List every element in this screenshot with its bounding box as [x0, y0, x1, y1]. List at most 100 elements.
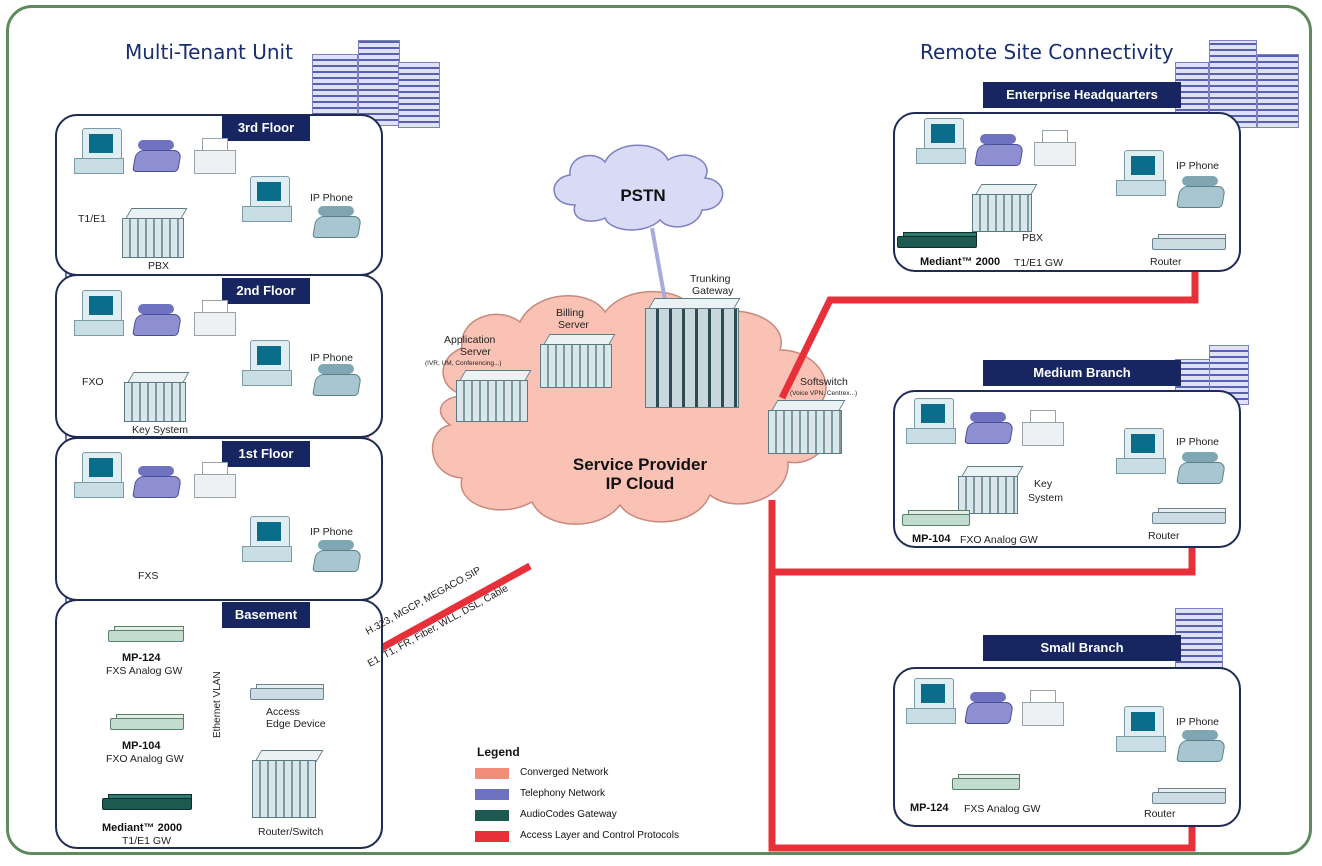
router-icon: [1152, 508, 1226, 524]
medium-tag: Medium Branch: [983, 360, 1181, 386]
billing-label-1: Billing: [556, 307, 585, 319]
app-server-label-1: Application: [444, 334, 496, 346]
billing-server-icon: [540, 334, 616, 388]
cloud-label-2: IP Cloud: [605, 474, 675, 493]
pbx-label: PBX: [148, 260, 170, 272]
pbx-icon: [972, 184, 1038, 232]
trunking-gateway-icon: [645, 298, 745, 408]
ip-phone-icon: [312, 364, 362, 396]
app-server-label-3: (IVR, UM, Conferencing...): [425, 360, 502, 367]
mp124-gateway-icon: [108, 626, 184, 642]
hq-tag: Enterprise Headquarters: [983, 82, 1181, 108]
phone-icon: [964, 412, 1014, 444]
ip-phone-icon: [1176, 730, 1226, 762]
computer-icon: [1116, 706, 1166, 752]
fax-icon: [1022, 690, 1064, 726]
small-tag: Small Branch: [983, 635, 1181, 661]
trunking-label-1: Trunking: [690, 273, 731, 285]
phone-icon: [132, 140, 182, 172]
access-edge-label-1: Access: [266, 706, 300, 718]
floor-2-tag: 2nd Floor: [222, 278, 310, 304]
legend-swatch-access: [475, 831, 509, 842]
mp124-desc: FXS Analog GW: [106, 665, 183, 677]
key-system-icon: [958, 466, 1024, 514]
mp124-gateway-icon: [952, 774, 1020, 790]
fax-icon: [1034, 130, 1076, 166]
hq-pbx-label: PBX: [1022, 232, 1044, 244]
ip-phone-label: IP Phone: [1176, 160, 1220, 172]
computer-icon: [242, 516, 292, 562]
app-server-label-2: Server: [460, 346, 491, 358]
fax-icon: [194, 138, 236, 174]
pbx-icon: [122, 208, 188, 258]
ip-phone-label: IP Phone: [1176, 716, 1220, 728]
computer-icon: [906, 398, 956, 444]
router-switch-label: Router/Switch: [258, 826, 324, 838]
mediant-gateway-icon: [102, 794, 192, 810]
legend-title: Legend: [477, 745, 520, 759]
ip-phone-label: IP Phone: [310, 192, 354, 204]
floor-3-tag: 3rd Floor: [222, 115, 310, 141]
med-fxo-gw-label: FXO Analog GW: [960, 534, 1038, 546]
router-label: Router: [1148, 530, 1180, 542]
legend-label-access: Access Layer and Control Protocols: [520, 830, 679, 841]
remote-title: Remote Site Connectivity: [920, 40, 1174, 64]
t1e1-label: T1/E1: [78, 213, 107, 225]
mediant-desc: T1/E1 GW: [122, 835, 172, 847]
ip-phone-icon: [1176, 452, 1226, 484]
small-fxs-gw-label: FXS Analog GW: [964, 803, 1041, 815]
key-system-label: Key System: [132, 424, 189, 436]
hq-mediant-label: Mediant™ 2000: [920, 256, 1001, 268]
small-mp124-label: MP-124: [910, 802, 949, 814]
small-building-icon: [1175, 608, 1225, 670]
basement-tag: Basement: [222, 602, 310, 628]
med-key-label-1: Key: [1034, 478, 1053, 490]
mp104-gateway-icon: [110, 714, 184, 730]
fxs-label: FXS: [138, 570, 159, 582]
router-switch-icon: [252, 750, 324, 820]
phone-icon: [974, 134, 1024, 166]
mp104-gateway-icon: [902, 510, 970, 526]
ip-phone-label: IP Phone: [310, 352, 354, 364]
ethernet-vlan-label: Ethernet VLAN: [212, 671, 223, 738]
ip-phone-icon: [1176, 176, 1226, 208]
fax-icon: [194, 300, 236, 336]
phone-icon: [132, 466, 182, 498]
router-icon: [1152, 234, 1226, 250]
computer-icon: [242, 176, 292, 222]
ip-phone-icon: [312, 206, 362, 238]
computer-icon: [1116, 428, 1166, 474]
phone-icon: [132, 304, 182, 336]
router-icon: [1152, 788, 1226, 804]
billing-label-2: Server: [558, 319, 589, 331]
mp124-label: MP-124: [122, 652, 161, 664]
application-server-icon: [456, 370, 532, 422]
legend-swatch-gateway: [475, 810, 509, 821]
access-line-medium: [768, 500, 1196, 576]
computer-icon: [74, 452, 124, 498]
cloud-label-1: Service Provider: [572, 455, 708, 474]
legend-label-gateway: AudioCodes Gateway: [520, 809, 617, 820]
fax-icon: [1022, 410, 1064, 446]
floor-1-tag: 1st Floor: [222, 441, 310, 467]
ip-phone-label: IP Phone: [1176, 436, 1220, 448]
access-line-hq: [778, 260, 1199, 400]
hq-gw-label: T1/E1 GW: [1014, 257, 1064, 269]
mp104-label: MP-104: [122, 740, 161, 752]
pstn-link: [650, 227, 667, 301]
med-mp104-label: MP-104: [912, 533, 951, 545]
access-edge-device-icon: [250, 684, 324, 700]
mediant-label: Mediant™ 2000: [102, 822, 183, 834]
computer-icon: [74, 128, 124, 174]
router-label: Router: [1144, 808, 1176, 820]
computer-icon: [242, 340, 292, 386]
computer-icon: [916, 118, 966, 164]
pstn-cloud: [553, 144, 724, 231]
softswitch-label-2: (Voice VPN, Centrex...): [790, 390, 858, 397]
legend-swatch-converged: [475, 768, 509, 779]
mtu-title: Multi-Tenant Unit: [125, 40, 293, 64]
med-key-label-2: System: [1028, 492, 1064, 504]
fax-icon: [194, 462, 236, 498]
fxo-label: FXO: [82, 376, 104, 388]
